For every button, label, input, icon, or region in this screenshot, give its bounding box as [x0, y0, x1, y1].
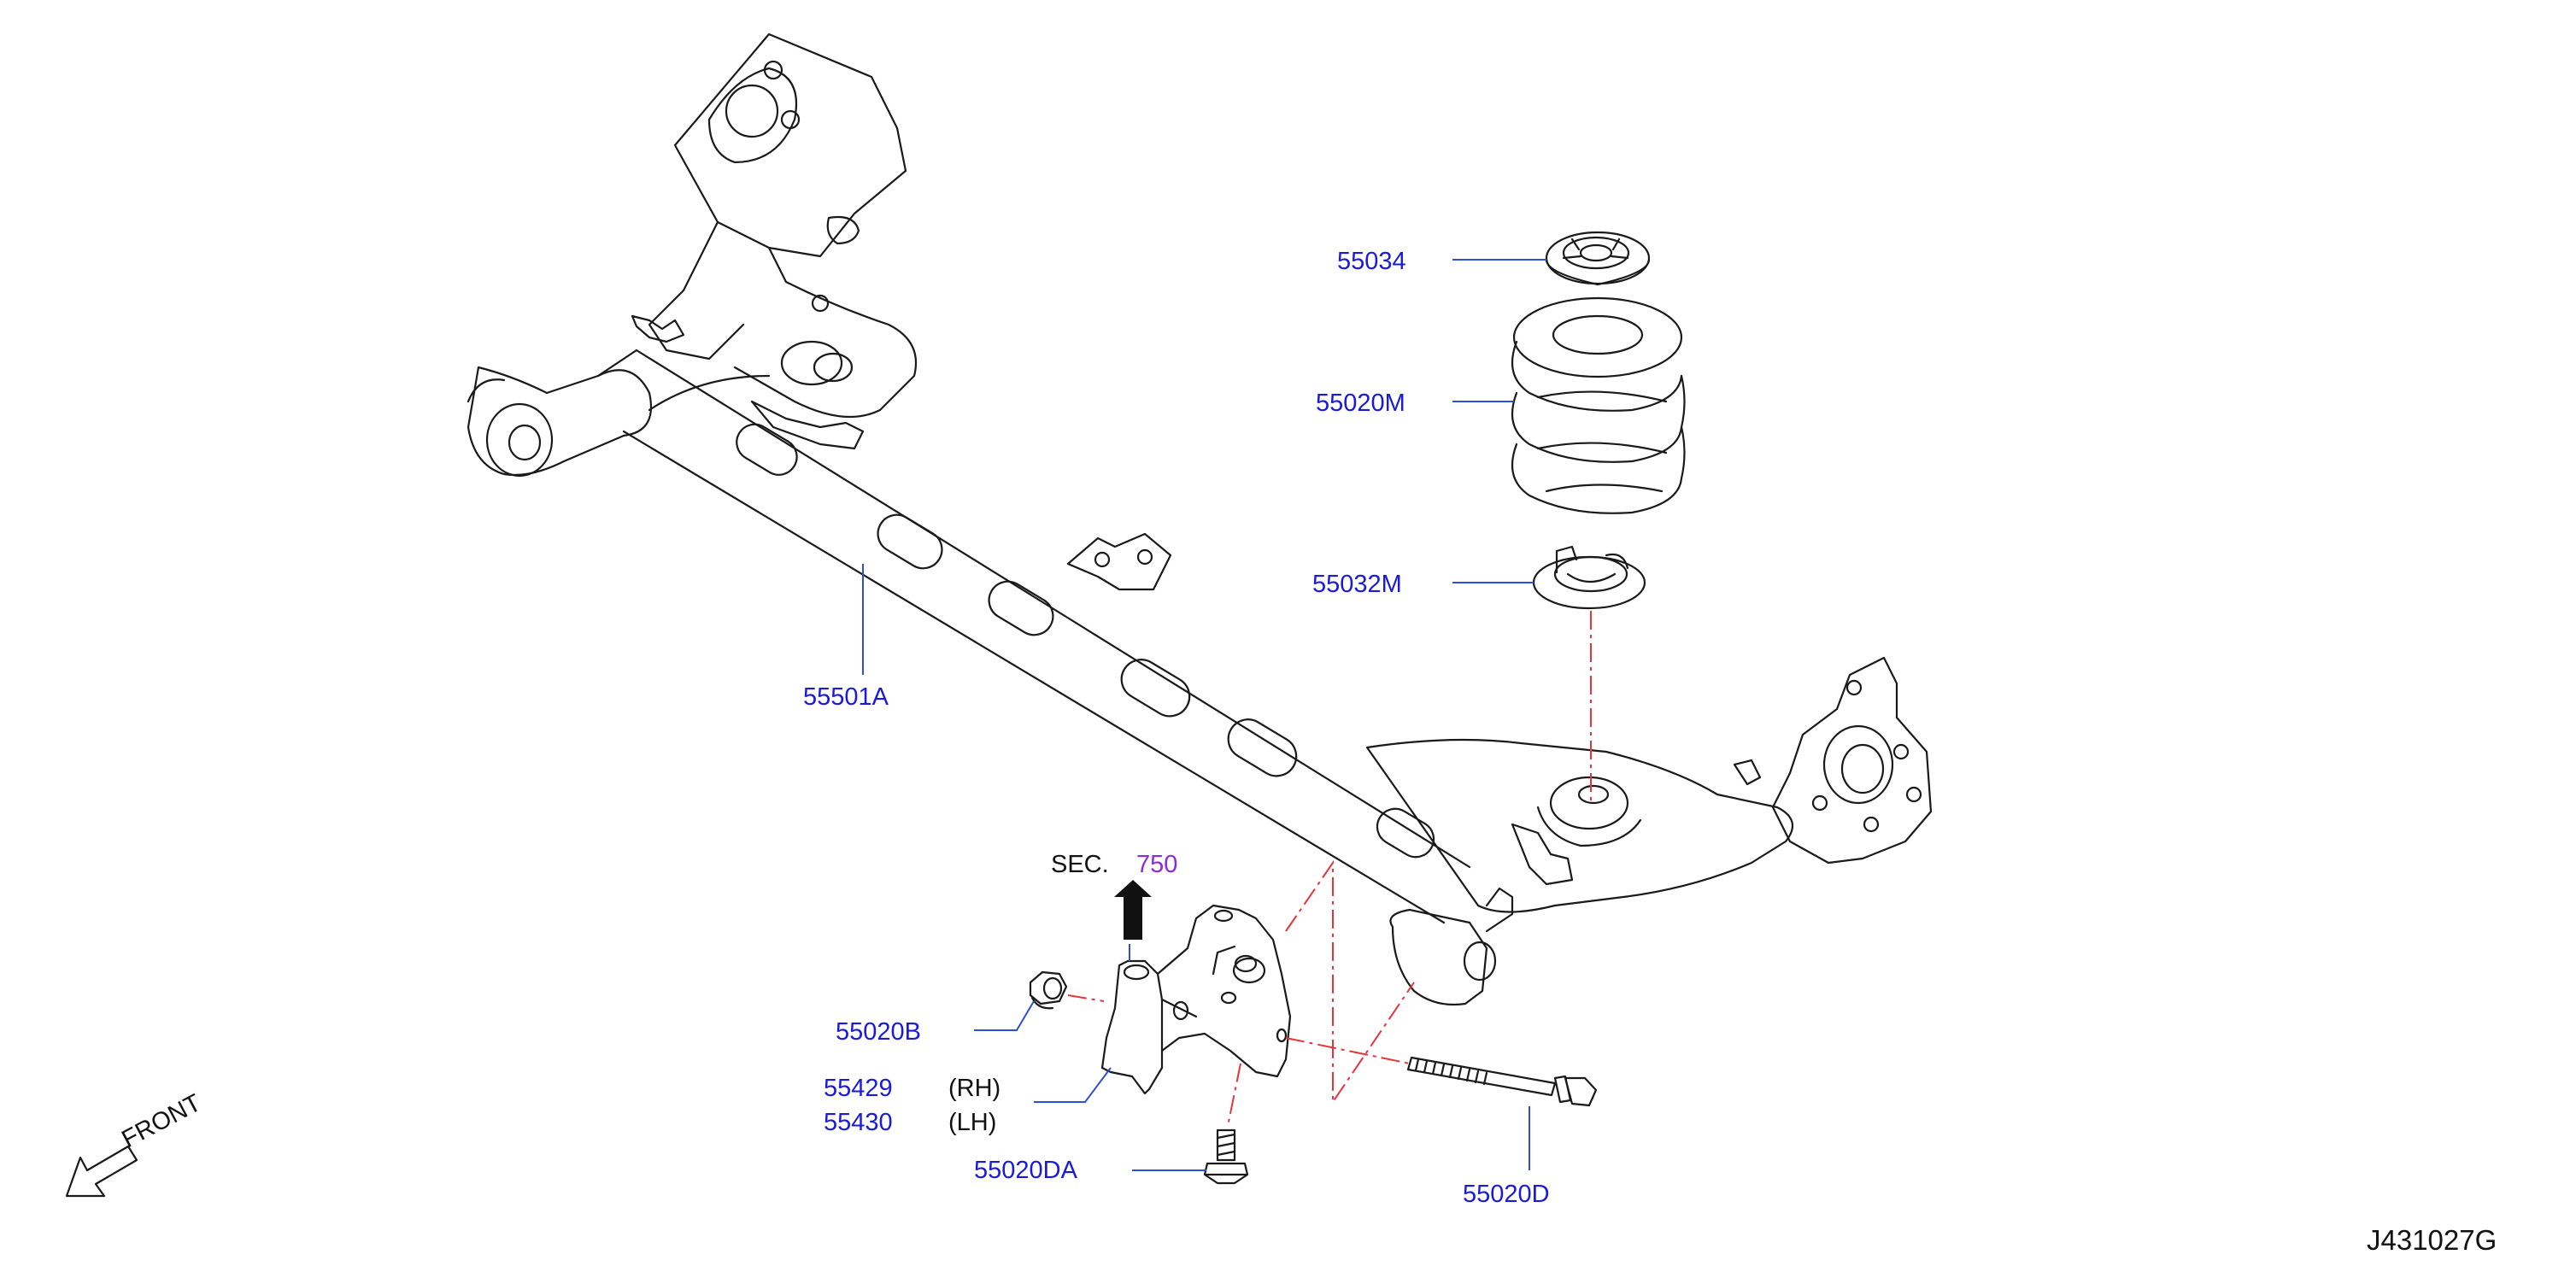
centerlines — [1067, 611, 1592, 1127]
coil-spring-55020M[interactable] — [1511, 296, 1686, 514]
front-arrow-icon — [65, 1145, 138, 1198]
upper-spring-seat-55034[interactable] — [1545, 231, 1651, 286]
part-label-55020D[interactable]: 55020D — [1463, 1181, 1550, 1208]
part-label-55429[interactable]: 55429 — [824, 1075, 893, 1102]
leader-lines — [862, 259, 1546, 1171]
bolt-55020DA[interactable] — [1203, 1128, 1249, 1185]
side-label-rh: (RH) — [948, 1075, 1001, 1102]
part-label-55034[interactable]: 55034 — [1337, 248, 1406, 275]
part-label-55020DA[interactable]: 55020DA — [974, 1157, 1077, 1184]
diagram-code: J431027G — [2367, 1224, 2497, 1256]
side-label-lh: (LH) — [948, 1109, 997, 1136]
part-label-55020M[interactable]: 55020M — [1316, 390, 1405, 417]
nut-55020B[interactable] — [1029, 970, 1068, 1010]
part-label-55501A[interactable]: 55501A — [803, 683, 889, 711]
part-label-55020B[interactable]: 55020B — [836, 1018, 921, 1046]
section-number-link[interactable]: 750 — [1136, 851, 1178, 878]
part-label-55032M[interactable]: 55032M — [1312, 571, 1402, 598]
section-arrow-icon — [1114, 880, 1152, 940]
bracket-55429-55430[interactable] — [1100, 904, 1292, 1095]
section-prefix: SEC. — [1051, 851, 1109, 878]
bolt-55020D[interactable] — [1406, 1056, 1598, 1107]
part-label-55430[interactable]: 55430 — [824, 1109, 893, 1136]
axle-beam — [466, 32, 1933, 1006]
lower-spring-seat-55032M[interactable] — [1532, 545, 1646, 610]
